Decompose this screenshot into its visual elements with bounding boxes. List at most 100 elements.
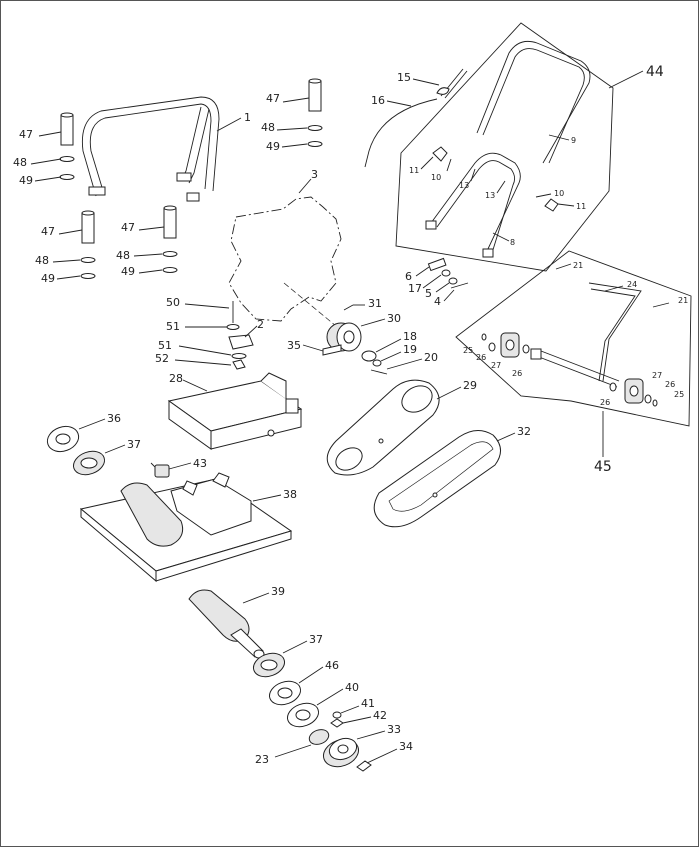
callout-17: 17 [408, 282, 422, 295]
part-29-belt-guard [326, 379, 440, 476]
callout-48-c: 48 [35, 254, 49, 267]
callout-31: 31 [368, 297, 382, 310]
callout-23: 23 [255, 753, 269, 766]
part-46-flange [269, 680, 301, 706]
callout-39: 39 [271, 585, 285, 598]
part-34-bolt [356, 760, 372, 772]
callout-47-b: 47 [266, 92, 280, 105]
callout-4: 4 [434, 295, 441, 308]
part-37-bearing-a [73, 450, 105, 476]
fastener-stack-left-top [59, 112, 75, 180]
part-35-shaft [322, 344, 342, 356]
callout-51-b: 51 [158, 339, 172, 352]
callout-49-c: 49 [41, 272, 55, 285]
callout-11-b: 11 [576, 202, 586, 211]
assembly-45-boundary [455, 250, 692, 427]
part-33-pulley [323, 737, 359, 768]
callout-26-d: 26 [600, 398, 610, 407]
part-43-shock-mount [150, 462, 170, 478]
part-9-upper-handle [476, 40, 591, 164]
callout-42: 42 [373, 709, 387, 722]
part-6-bushing [427, 257, 447, 272]
part-19-washer [372, 359, 382, 367]
part-32-belt-cover [373, 430, 501, 528]
callout-10-b: 10 [554, 189, 564, 198]
callout-45: 45 [594, 459, 612, 475]
part-1-handle-frame [81, 96, 220, 202]
part-18-washer [361, 350, 377, 362]
callout-47-d: 47 [121, 221, 135, 234]
callout-37-a: 37 [127, 438, 141, 451]
callout-47-a: 47 [19, 128, 33, 141]
callout-47-c: 47 [41, 225, 55, 238]
callout-52: 52 [155, 352, 169, 365]
callout-5: 5 [425, 287, 432, 300]
part-41-washer [332, 711, 342, 719]
callout-1: 1 [244, 111, 251, 124]
callout-24: 24 [627, 280, 637, 289]
callout-38: 38 [283, 488, 297, 501]
callout-40: 40 [345, 681, 359, 694]
callout-49-a: 49 [19, 174, 33, 187]
callout-19: 19 [403, 343, 417, 356]
callout-13-a: 13 [459, 181, 469, 190]
part-30-clutch [326, 322, 362, 352]
part-24-axle-frame [530, 282, 642, 388]
part-23-spacer [308, 729, 330, 745]
callout-3: 3 [311, 168, 318, 181]
part-20-bolt [370, 369, 388, 375]
callout-44: 44 [646, 64, 664, 80]
part-3-engine-outline [228, 196, 342, 322]
callout-43: 43 [193, 457, 207, 470]
callout-35: 35 [287, 339, 301, 352]
callout-18: 18 [403, 330, 417, 343]
callout-15: 15 [397, 71, 411, 84]
fastener-stack-right-top [307, 78, 323, 147]
callout-50: 50 [166, 296, 180, 309]
fastener-stack-left-bottom [80, 210, 96, 279]
part-11-nut-b [544, 198, 559, 212]
callout-46: 46 [325, 659, 339, 672]
callout-51-a: 51 [166, 320, 180, 333]
callout-10-a: 10 [431, 173, 441, 182]
callout-11-a: 11 [409, 166, 419, 175]
callout-29: 29 [463, 379, 477, 392]
callout-28: 28 [169, 372, 183, 385]
callout-16: 16 [371, 94, 385, 107]
part-42-nut [330, 718, 344, 728]
part-17-washer [441, 269, 451, 277]
callout-27-b: 27 [652, 371, 662, 380]
callout-32: 32 [517, 425, 531, 438]
callout-2: 2 [257, 318, 264, 331]
callout-26-c: 26 [665, 380, 675, 389]
part-5-washer [448, 277, 458, 285]
callout-30: 30 [387, 312, 401, 325]
callout-48-a: 48 [13, 156, 27, 169]
callout-26-b: 26 [512, 369, 522, 378]
callout-48-d: 48 [116, 249, 130, 262]
callout-9: 9 [571, 136, 576, 145]
part-28-engine-mount-plate [167, 372, 303, 450]
callout-36: 36 [107, 412, 121, 425]
callout-27-a: 27 [491, 361, 501, 370]
part-39-exciter-shaft [188, 589, 265, 659]
callout-25-b: 25 [674, 390, 684, 399]
callout-25-a: 25 [463, 346, 473, 355]
part-8-lower-handle [425, 152, 521, 258]
callout-13-b: 13 [485, 191, 495, 200]
part-2-bracket [228, 334, 254, 350]
fastener-stack-right-bottom [162, 205, 178, 273]
part-37-bearing-b [253, 652, 285, 678]
part-40-flange [287, 702, 319, 728]
callout-33: 33 [387, 723, 401, 736]
part-31-key [343, 304, 354, 311]
callout-20: 20 [424, 351, 438, 364]
callout-21-a: 21 [573, 261, 583, 270]
callout-49-d: 49 [121, 265, 135, 278]
callout-6: 6 [405, 270, 412, 283]
part-11-nut-a [432, 146, 448, 162]
callout-49-b: 49 [266, 140, 280, 153]
callout-21-b: 21 [678, 296, 688, 305]
